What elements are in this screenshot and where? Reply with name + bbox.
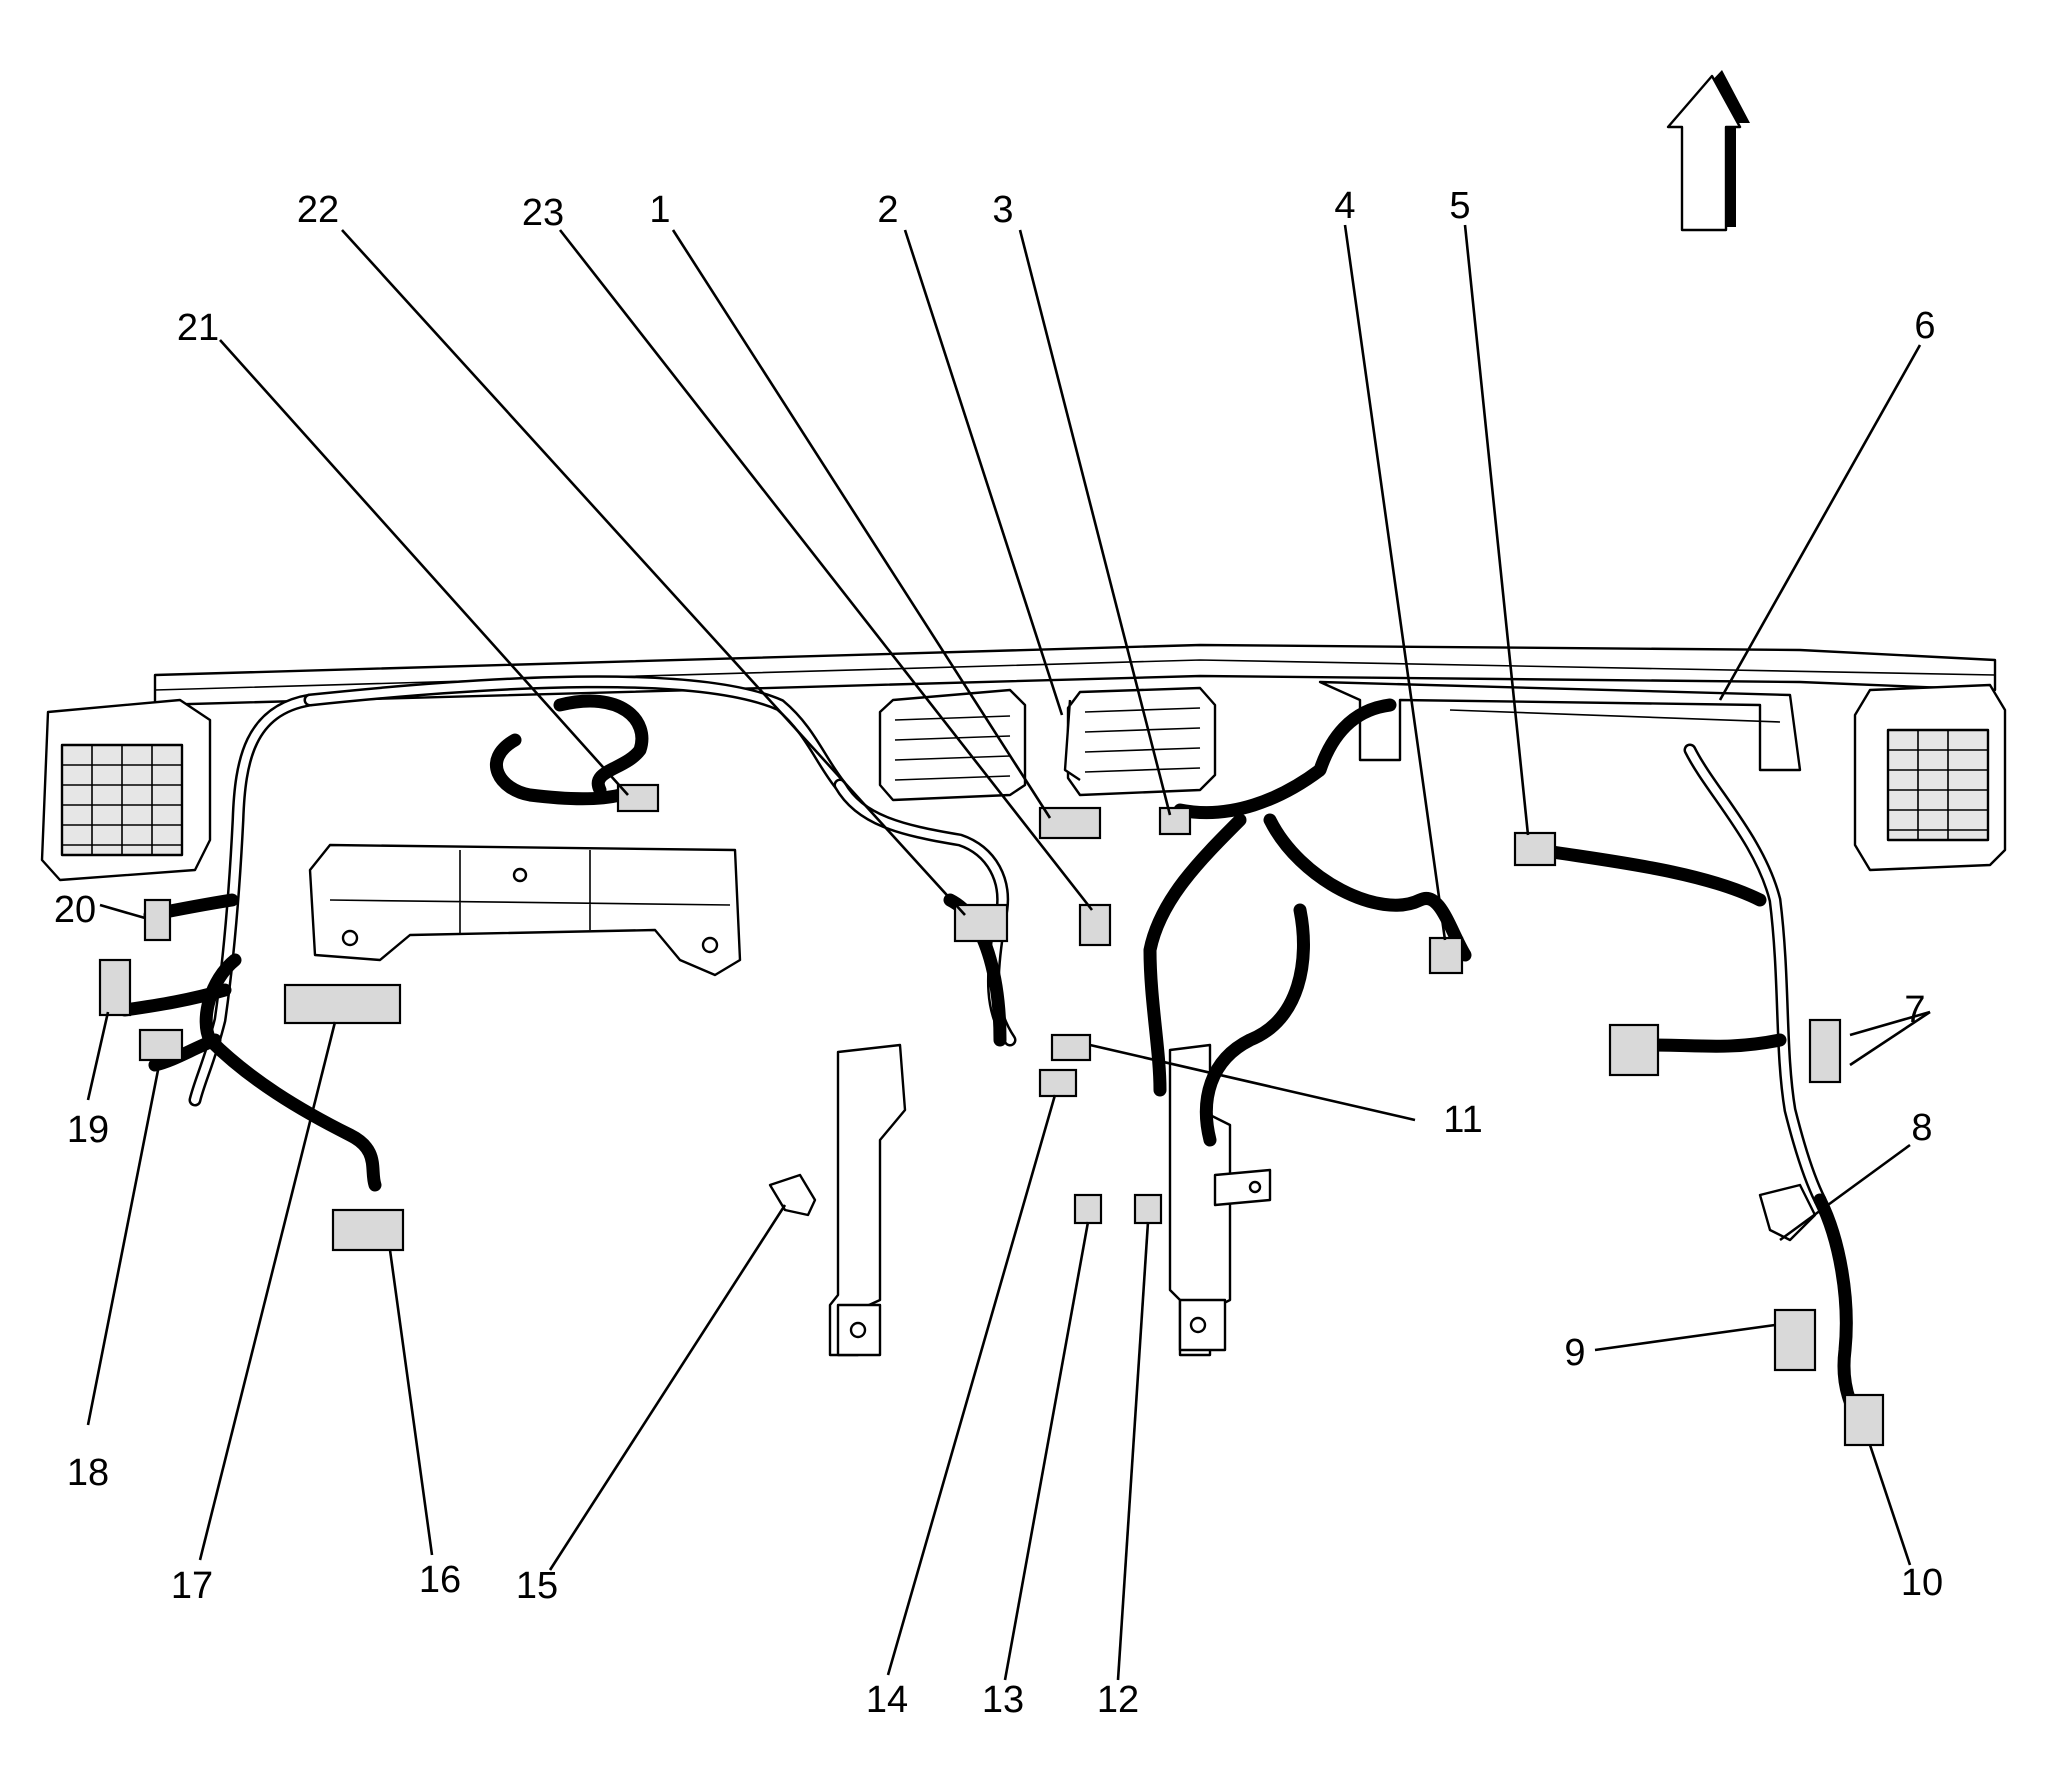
leader-18 bbox=[86, 1059, 162, 1426]
connector-22 bbox=[953, 903, 1009, 943]
right-air-vent bbox=[1853, 683, 2007, 872]
callout-7: 7 bbox=[1904, 989, 1925, 1031]
callout-12: 12 bbox=[1097, 1679, 1139, 1721]
callout-2: 2 bbox=[877, 189, 898, 231]
connector-20 bbox=[143, 898, 172, 942]
leader-5 bbox=[1463, 224, 1530, 836]
connector-14 bbox=[1038, 1068, 1078, 1098]
connector-9 bbox=[1773, 1308, 1817, 1372]
leader-2 bbox=[903, 229, 1064, 716]
left-air-vent bbox=[40, 698, 212, 882]
leader-8 bbox=[1779, 1143, 1911, 1242]
leader-7b bbox=[1849, 1010, 1931, 1067]
connector-7a bbox=[1608, 1023, 1660, 1077]
callout-20: 20 bbox=[54, 889, 96, 931]
leader-11 bbox=[1089, 1043, 1416, 1122]
callout-10: 10 bbox=[1901, 1562, 1943, 1604]
callout-14: 14 bbox=[866, 1679, 908, 1721]
leader-6 bbox=[1718, 344, 1922, 701]
callout-22: 22 bbox=[297, 189, 339, 231]
connector-1 bbox=[1038, 806, 1102, 840]
column-support-right bbox=[1168, 1043, 1272, 1357]
callout-16: 16 bbox=[419, 1559, 461, 1601]
leader-19 bbox=[86, 1011, 110, 1101]
connector-16 bbox=[331, 1208, 405, 1252]
callout-19: 19 bbox=[67, 1109, 109, 1151]
center-air-vents bbox=[878, 686, 1217, 802]
leader-lines bbox=[86, 224, 1931, 1681]
column-support-left bbox=[768, 1043, 907, 1357]
leader-4 bbox=[1343, 224, 1447, 941]
leader-12 bbox=[1116, 1221, 1150, 1681]
leader-16 bbox=[388, 1249, 434, 1556]
callout-13: 13 bbox=[982, 1679, 1024, 1721]
connector-3 bbox=[1158, 806, 1192, 836]
connector-23 bbox=[1078, 903, 1112, 947]
connector-17 bbox=[283, 983, 402, 1025]
connectors bbox=[98, 699, 1885, 1447]
leader-10 bbox=[1868, 1444, 1912, 1566]
callout-17: 17 bbox=[171, 1565, 213, 1607]
callout-8: 8 bbox=[1911, 1107, 1932, 1149]
leader-7a bbox=[1849, 1010, 1931, 1037]
callout-4: 4 bbox=[1334, 185, 1355, 227]
callout-11: 11 bbox=[1443, 1099, 1482, 1141]
leader-21 bbox=[219, 339, 629, 796]
leader-9 bbox=[1594, 1323, 1776, 1352]
connector-13 bbox=[1073, 1193, 1103, 1225]
up-arrow-icon bbox=[1666, 70, 1750, 232]
callout-9: 9 bbox=[1564, 1332, 1585, 1374]
connector-18 bbox=[138, 1028, 184, 1062]
leader-17 bbox=[198, 1021, 337, 1561]
leader-20 bbox=[99, 903, 146, 920]
callout-6: 6 bbox=[1914, 305, 1935, 347]
cluster-bracket bbox=[308, 843, 742, 977]
connector-19 bbox=[98, 958, 132, 1017]
leader-1 bbox=[671, 229, 1052, 819]
connector-5 bbox=[1513, 831, 1557, 867]
callout-21: 21 bbox=[177, 307, 219, 349]
connector-7b bbox=[1808, 1018, 1842, 1084]
connector-10 bbox=[1843, 1393, 1885, 1447]
leader-23 bbox=[558, 229, 1094, 911]
leader-15 bbox=[548, 1204, 787, 1571]
leader-14 bbox=[886, 1094, 1057, 1676]
connector-21 bbox=[616, 783, 660, 813]
connector-12 bbox=[1133, 1193, 1163, 1225]
callout-18: 18 bbox=[67, 1452, 109, 1494]
callout-5: 5 bbox=[1449, 185, 1470, 227]
leader-13 bbox=[1003, 1221, 1090, 1681]
connector-4 bbox=[1428, 936, 1464, 975]
callout-15: 15 bbox=[516, 1565, 558, 1607]
connector-11 bbox=[1050, 1033, 1092, 1062]
callout-23: 23 bbox=[522, 192, 564, 234]
callout-1: 1 bbox=[649, 189, 670, 231]
leader-3 bbox=[1018, 229, 1172, 816]
callout-labels: 1 2 3 4 5 6 7 8 9 10 11 12 13 14 15 16 1… bbox=[54, 185, 1943, 1721]
callout-3: 3 bbox=[992, 189, 1013, 231]
leader-22 bbox=[341, 229, 966, 916]
